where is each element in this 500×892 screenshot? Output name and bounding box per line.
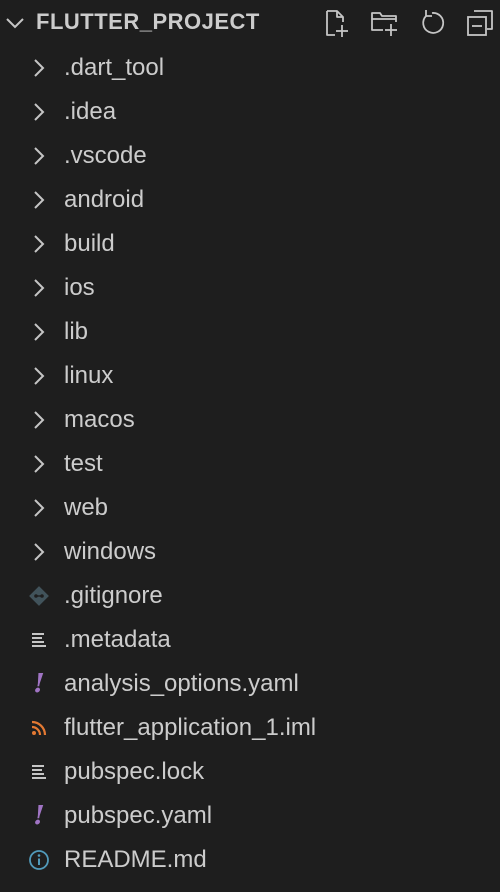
exclamation-icon: ! xyxy=(33,801,45,831)
chevron-right-icon[interactable] xyxy=(26,55,52,81)
folder-item[interactable]: lib xyxy=(0,309,500,353)
explorer-header[interactable]: FLUTTER_PROJECT xyxy=(0,0,500,44)
folder-item[interactable]: web xyxy=(0,485,500,529)
folder-item[interactable]: .idea xyxy=(0,89,500,133)
folder-label: android xyxy=(64,186,145,213)
file-label: analysis_options.yaml xyxy=(64,670,299,697)
folder-label: .vscode xyxy=(64,142,147,169)
git-icon xyxy=(26,583,52,609)
folder-item[interactable]: android xyxy=(0,177,500,221)
folder-item[interactable]: build xyxy=(0,221,500,265)
chevron-right-icon[interactable] xyxy=(26,451,52,477)
folder-item[interactable]: macos xyxy=(0,397,500,441)
explorer-actions xyxy=(304,6,500,40)
folder-item[interactable]: .vscode xyxy=(0,133,500,177)
chevron-right-icon[interactable] xyxy=(26,319,52,345)
folder-label: .idea xyxy=(64,98,117,125)
folder-label: ios xyxy=(64,274,95,301)
chevron-right-icon[interactable] xyxy=(26,231,52,257)
chevron-right-icon[interactable] xyxy=(26,495,52,521)
lines-icon xyxy=(26,627,52,653)
refresh-icon[interactable] xyxy=(416,7,448,39)
new-folder-icon[interactable] xyxy=(368,7,400,39)
chevron-right-icon[interactable] xyxy=(26,407,52,433)
folder-label: build xyxy=(64,230,115,257)
folder-item[interactable]: ios xyxy=(0,265,500,309)
exclamation-icon: ! xyxy=(33,669,45,699)
folder-label: test xyxy=(64,450,103,477)
chevron-right-icon[interactable] xyxy=(26,99,52,125)
file-label: README.md xyxy=(64,846,207,873)
file-label: .metadata xyxy=(64,626,171,653)
file-item[interactable]: .metadata xyxy=(0,617,500,661)
folder-item[interactable]: test xyxy=(0,441,500,485)
folder-label: macos xyxy=(64,406,135,433)
folder-label: lib xyxy=(64,318,89,345)
file-label: pubspec.lock xyxy=(64,758,205,785)
folder-label: .dart_tool xyxy=(64,54,165,81)
folder-item[interactable]: .dart_tool xyxy=(0,45,500,89)
chevron-right-icon[interactable] xyxy=(26,275,52,301)
file-label: .gitignore xyxy=(64,582,163,609)
rss-icon xyxy=(26,715,52,741)
chevron-right-icon[interactable] xyxy=(26,187,52,213)
folder-label: linux xyxy=(64,362,114,389)
info-icon xyxy=(26,847,52,873)
chevron-down-icon[interactable] xyxy=(4,12,26,34)
collapse-all-icon[interactable] xyxy=(464,7,496,39)
folder-label: web xyxy=(64,494,109,521)
folder-item[interactable]: linux xyxy=(0,353,500,397)
file-label: pubspec.yaml xyxy=(64,802,213,829)
file-item[interactable]: flutter_application_1.iml xyxy=(0,705,500,749)
file-label: flutter_application_1.iml xyxy=(64,714,317,741)
chevron-right-icon[interactable] xyxy=(26,539,52,565)
file-item[interactable]: README.md xyxy=(0,837,500,881)
chevron-right-icon[interactable] xyxy=(26,363,52,389)
file-item[interactable]: ! pubspec.yaml xyxy=(0,793,500,837)
file-tree: .dart_tool .idea .vscode android build i… xyxy=(0,45,500,881)
folder-label: windows xyxy=(64,538,157,565)
lines-icon xyxy=(26,759,52,785)
new-file-icon[interactable] xyxy=(320,7,352,39)
file-item[interactable]: pubspec.lock xyxy=(0,749,500,793)
file-item[interactable]: ! analysis_options.yaml xyxy=(0,661,500,705)
chevron-right-icon[interactable] xyxy=(26,143,52,169)
explorer-title: FLUTTER_PROJECT xyxy=(36,9,260,34)
file-item[interactable]: .gitignore xyxy=(0,573,500,617)
folder-item[interactable]: windows xyxy=(0,529,500,573)
